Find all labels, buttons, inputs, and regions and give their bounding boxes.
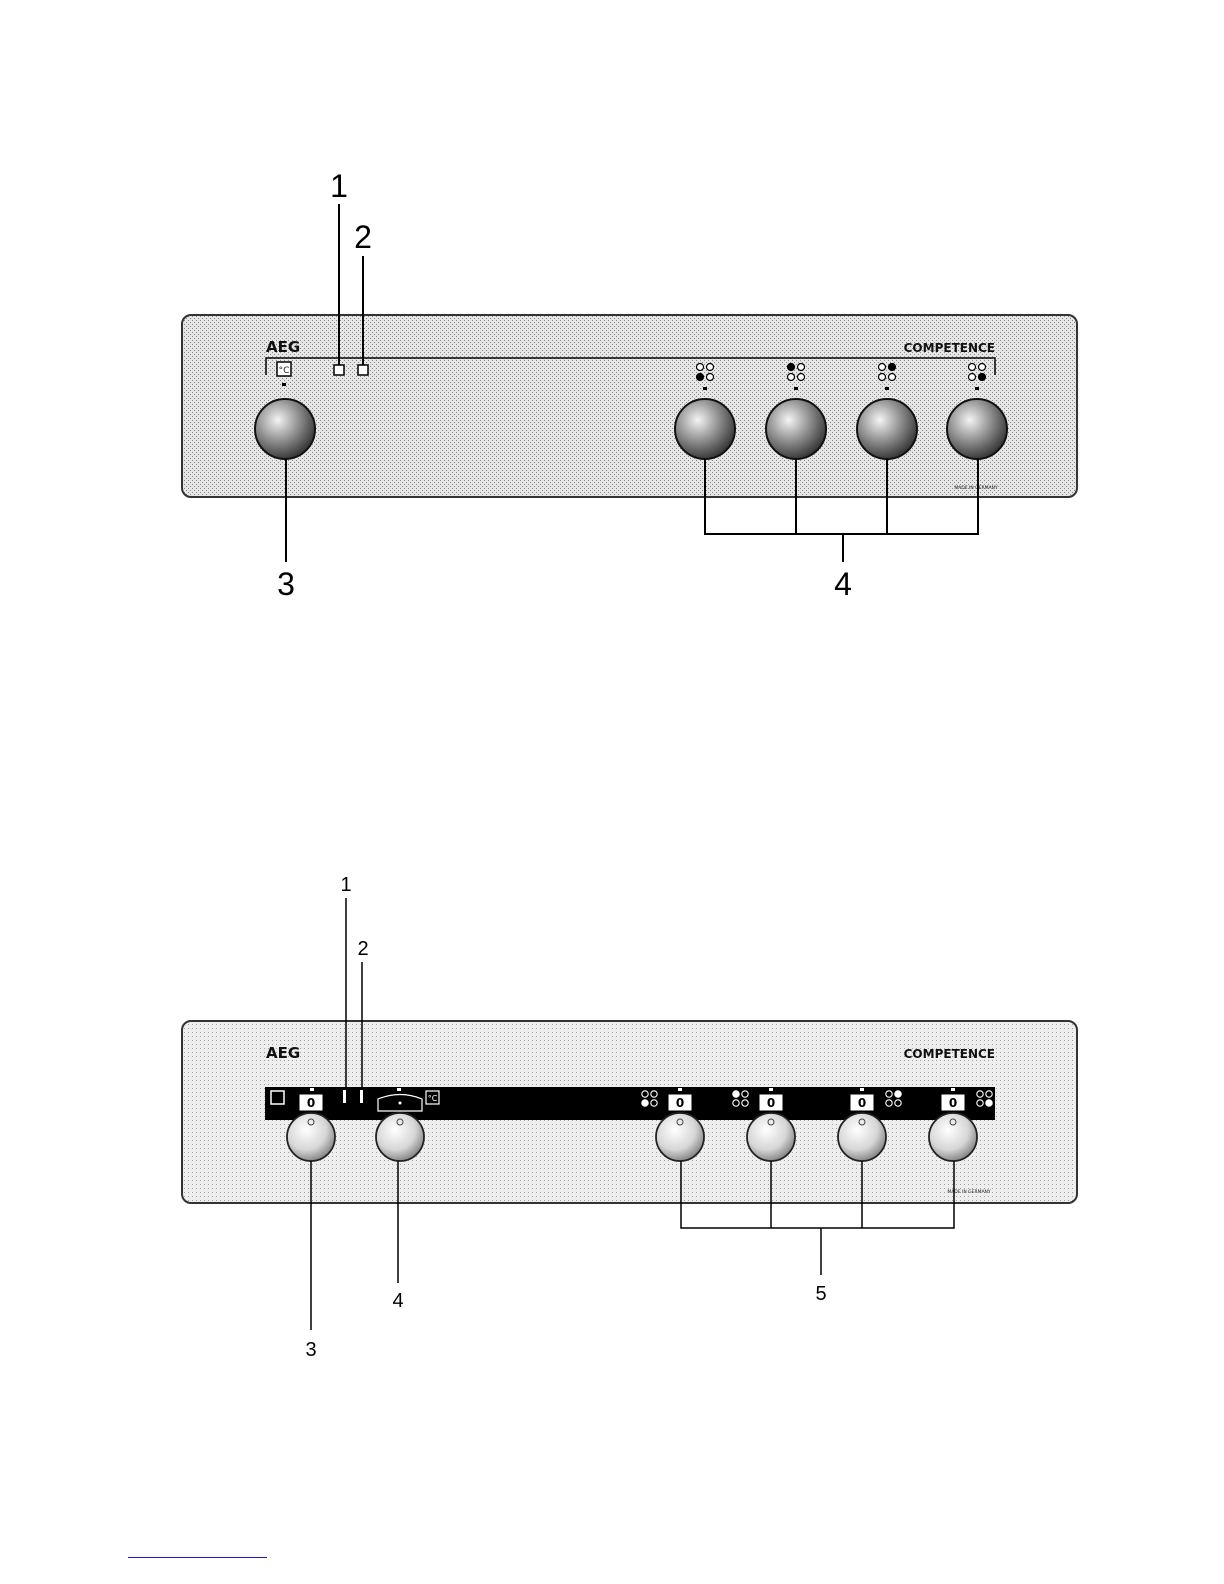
top-indicator-lamp-2 [358, 365, 368, 375]
top-hob-knob-1[interactable] [675, 399, 735, 459]
bottom-callout-5: 5 [815, 1283, 826, 1305]
top-callout-4: 4 [834, 566, 852, 602]
svg-text:0: 0 [949, 1096, 957, 1110]
top-model-name: COMPETENCE [904, 341, 995, 355]
bottom-model-name: COMPETENCE [904, 1047, 995, 1061]
svg-text:0: 0 [307, 1096, 315, 1110]
svg-text:0: 0 [767, 1096, 775, 1110]
bottom-indicator-lamp-2 [360, 1090, 363, 1103]
bottom-brand-logo: AEG [266, 1044, 300, 1062]
top-panel: AEG COMPETENCE °C [182, 315, 1077, 497]
footer-rule [128, 1557, 267, 1558]
bottom-function-knob[interactable] [287, 1113, 335, 1161]
top-indicator-lamp-1 [334, 365, 344, 375]
bottom-hob-knob-1[interactable] [656, 1113, 704, 1161]
top-callout-3: 3 [277, 566, 295, 602]
bottom-hob-knob-3[interactable] [838, 1113, 886, 1161]
bottom-hob-knob-4[interactable] [929, 1113, 977, 1161]
bottom-callout-4: 4 [392, 1290, 403, 1312]
svg-text:0: 0 [676, 1096, 684, 1110]
bottom-hob-knob-2[interactable] [747, 1113, 795, 1161]
top-brand-logo: AEG [266, 338, 300, 356]
bottom-indicator-square [271, 1091, 284, 1104]
bottom-callout-3: 3 [305, 1339, 316, 1361]
top-made-in-label: MADE IN GERMANY [954, 485, 998, 491]
svg-text:0: 0 [858, 1096, 866, 1110]
bottom-indicator-lamp-1 [343, 1090, 346, 1103]
top-callout-2: 2 [354, 219, 372, 255]
bottom-callout-1: 1 [340, 874, 351, 896]
bottom-callout-2: 2 [357, 938, 368, 960]
top-oven-knob[interactable] [255, 399, 315, 459]
top-callout-1: 1 [330, 168, 348, 204]
bottom-oven-symbol: °C [428, 1094, 438, 1103]
bottom-panel: AEG COMPETENCE 0 °C [182, 1021, 1077, 1203]
top-hob-knob-3[interactable] [857, 399, 917, 459]
top-hob-knob-4[interactable] [947, 399, 1007, 459]
top-hob-knob-2[interactable] [766, 399, 826, 459]
top-oven-marker [282, 383, 286, 386]
bottom-temperature-knob[interactable] [376, 1113, 424, 1161]
top-oven-symbol: °C [279, 366, 290, 376]
